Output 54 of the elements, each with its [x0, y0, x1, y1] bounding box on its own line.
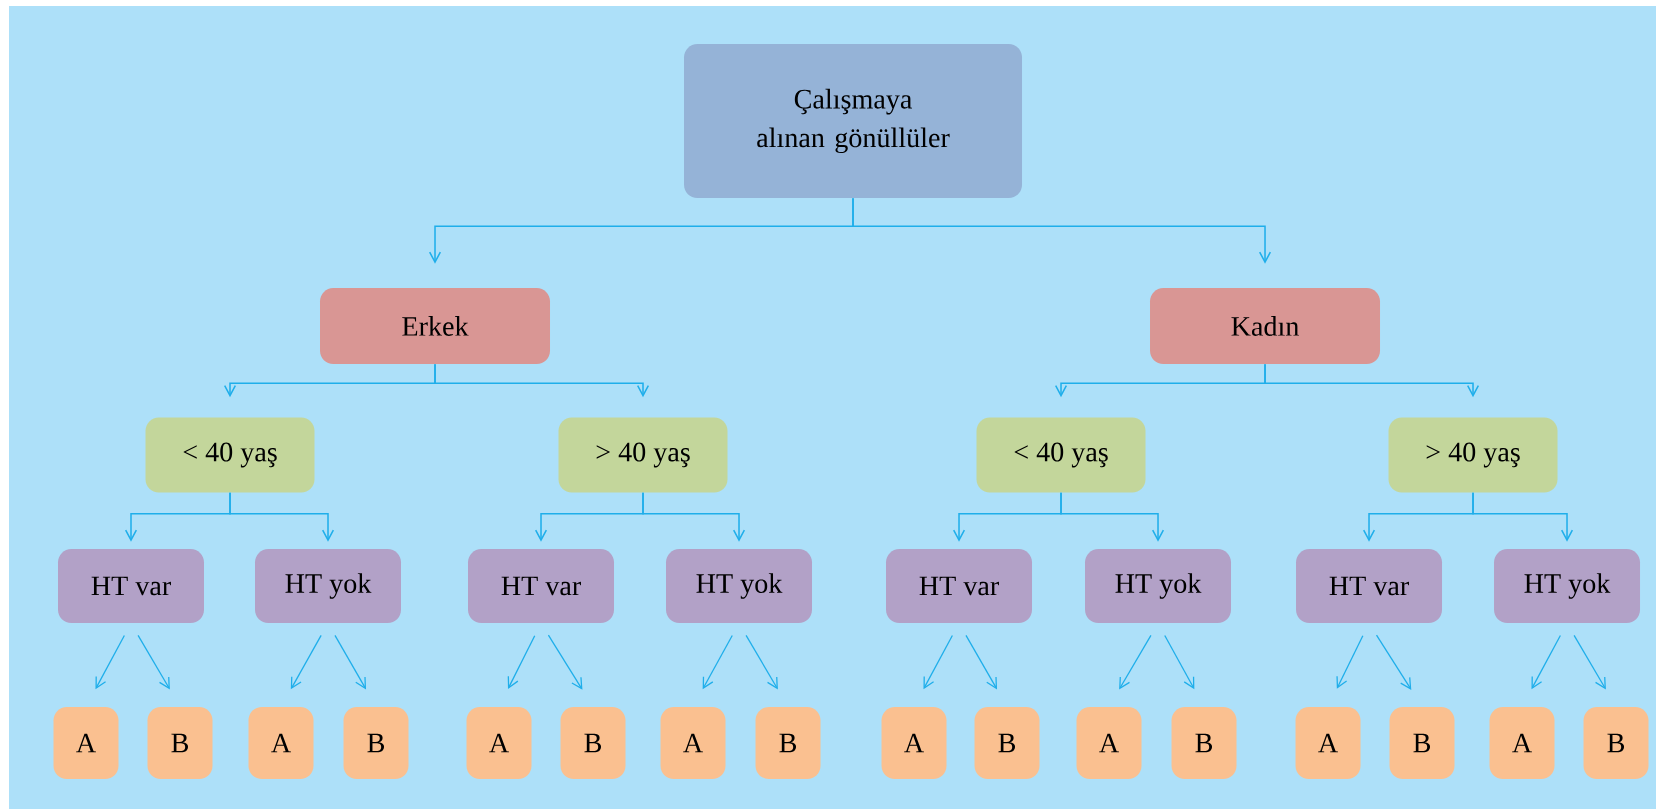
arrow — [290, 634, 322, 690]
arrow — [1531, 634, 1562, 690]
group-box: B — [755, 707, 821, 779]
group-box: A — [248, 707, 314, 779]
arrow — [745, 634, 778, 690]
group-box: B — [1171, 707, 1237, 779]
arrow — [434, 363, 650, 398]
group-box: B — [343, 707, 409, 779]
group-box: A — [1076, 707, 1142, 779]
arrow — [1336, 635, 1364, 689]
group-box: A — [1489, 707, 1555, 779]
arrow — [1375, 634, 1412, 690]
group-box: A — [1295, 707, 1361, 779]
arrow — [1119, 634, 1152, 690]
age-box: > 40 yaş — [1388, 417, 1558, 493]
root-box: Çalışmaya alınan gönüllüler — [684, 44, 1022, 198]
age-box: < 40 yaş — [976, 417, 1146, 493]
group-box: B — [1389, 707, 1455, 779]
arrow — [137, 634, 170, 690]
arrow — [229, 491, 335, 542]
group-box: A — [660, 707, 726, 779]
group-box: A — [53, 707, 119, 779]
gender-box: Erkek — [320, 288, 550, 364]
arrow — [702, 634, 733, 690]
hypertension-box: HT var — [58, 549, 204, 623]
arrow — [1060, 491, 1165, 542]
age-box: < 40 yaş — [145, 417, 315, 493]
gender-box: Kadın — [1150, 288, 1380, 364]
arrow — [923, 634, 953, 690]
arrow — [507, 635, 536, 689]
arrow — [95, 634, 125, 690]
arrow — [547, 634, 583, 690]
arrow — [1573, 634, 1606, 690]
group-box: A — [466, 707, 532, 779]
arrow — [965, 634, 998, 690]
hypertension-box: HT var — [1296, 549, 1442, 623]
group-box: B — [147, 707, 213, 779]
arrow — [852, 197, 1272, 264]
group-box: B — [1583, 707, 1649, 779]
arrow — [1164, 634, 1195, 690]
arrow — [1264, 363, 1480, 398]
hypertension-box: HT yok — [255, 549, 401, 623]
arrow — [334, 634, 367, 690]
group-box: A — [881, 707, 947, 779]
hypertension-box: HT yok — [666, 549, 812, 623]
group-box: B — [560, 707, 626, 779]
hypertension-box: HT yok — [1085, 549, 1231, 623]
hypertension-box: HT var — [468, 549, 614, 623]
hypertension-box: HT var — [886, 549, 1032, 623]
hypertension-box: HT yok — [1494, 549, 1640, 623]
age-box: > 40 yaş — [558, 417, 728, 493]
arrow — [642, 491, 746, 542]
arrow — [1472, 491, 1574, 542]
group-box: B — [974, 707, 1040, 779]
